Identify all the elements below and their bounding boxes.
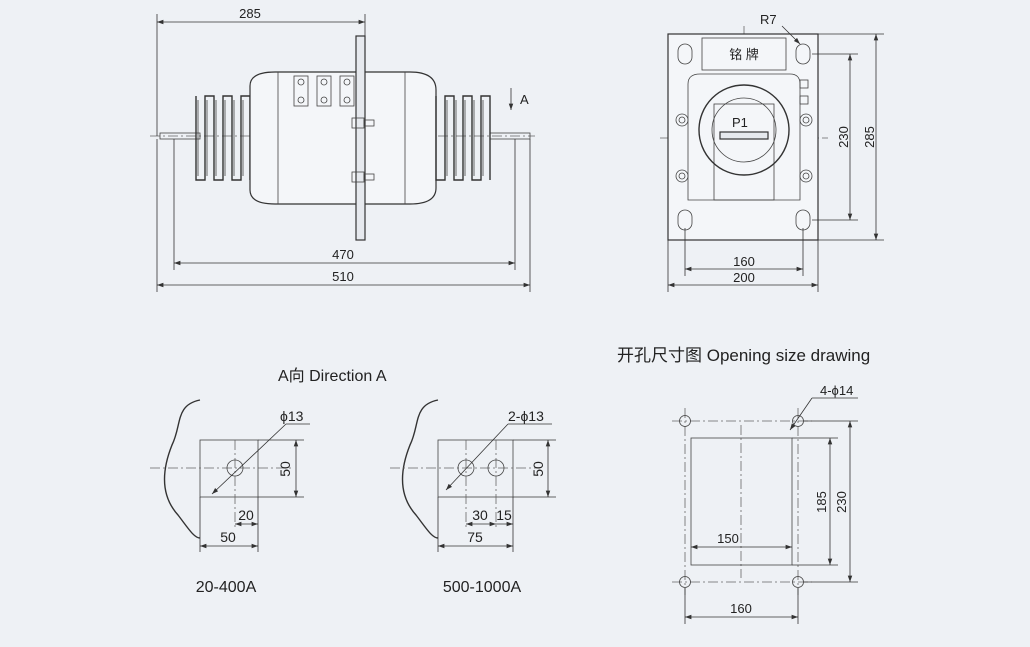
dim-200-label: 200: [733, 270, 755, 285]
front-view: A 285 470 510: [150, 6, 535, 292]
hole-small: [226, 459, 244, 477]
terminal-p1-label: P1: [732, 115, 748, 130]
height-large-label: 50: [530, 461, 546, 477]
dim-510-label: 510: [332, 269, 354, 284]
secondary-terminals: [293, 75, 355, 107]
hole-large-1: [457, 459, 475, 477]
dim-285-side-label: 285: [862, 126, 877, 148]
mounting-flange: [355, 35, 366, 241]
ct-body: [249, 71, 437, 205]
busbar-plate-small: [199, 439, 259, 498]
dim-160-label: 160: [733, 254, 755, 269]
offset-large-a-label: 30: [472, 507, 488, 523]
direction-a-title: A向 Direction A: [278, 367, 387, 385]
dim-470-label: 470: [332, 247, 354, 262]
height-small-label: 50: [277, 461, 293, 477]
opening-title: 开孔尺寸图 Opening size drawing: [617, 346, 870, 365]
mounting-holes: [679, 415, 804, 588]
busbar-plate-large: [437, 439, 514, 498]
offset-large-b-label: 15: [496, 507, 512, 523]
primary-terminal: [719, 131, 769, 140]
holes-label: 4-ϕ14: [820, 383, 853, 398]
busbar-left: [159, 132, 201, 140]
cutout-opening: [690, 437, 793, 566]
inner-width-label: 150: [717, 531, 739, 546]
hole-small-label: ϕ13: [280, 408, 304, 424]
outer-height-label: 230: [834, 491, 849, 513]
opening-size-drawing: 开孔尺寸图 Opening size drawing 4-ϕ14 185 230…: [617, 346, 870, 624]
left-bellows: [195, 95, 251, 181]
detail-20-400a: ϕ13 50 20 50 20-400A: [150, 399, 310, 596]
width-small-label: 50: [220, 529, 236, 545]
radius-label: R7: [760, 12, 777, 27]
dim-285-label: 285: [239, 6, 261, 21]
detail-500-1000a: 2-ϕ13 50 30 15 75 500-1000A: [390, 399, 556, 596]
break-line-left: [163, 399, 201, 539]
view-a-label: A: [520, 92, 529, 107]
hole-spacing-label: 160: [730, 601, 752, 616]
hole-large-2: [487, 459, 505, 477]
side-view: 铭 牌 P1 R7 230 285: [660, 12, 884, 292]
inner-height-label: 185: [814, 491, 829, 513]
dim-230-label: 230: [836, 126, 851, 148]
caption-small: 20-400A: [196, 579, 257, 596]
nameplate: [701, 37, 787, 71]
nameplate-label: 铭 牌: [729, 47, 759, 62]
hole-large-label: 2-ϕ13: [508, 408, 544, 424]
break-line-right: [401, 399, 439, 539]
offset-small-label: 20: [238, 507, 254, 523]
width-large-label: 75: [467, 529, 483, 545]
caption-large: 500-1000A: [443, 579, 522, 596]
right-bellows: [435, 95, 491, 181]
primary-window: [698, 84, 790, 176]
